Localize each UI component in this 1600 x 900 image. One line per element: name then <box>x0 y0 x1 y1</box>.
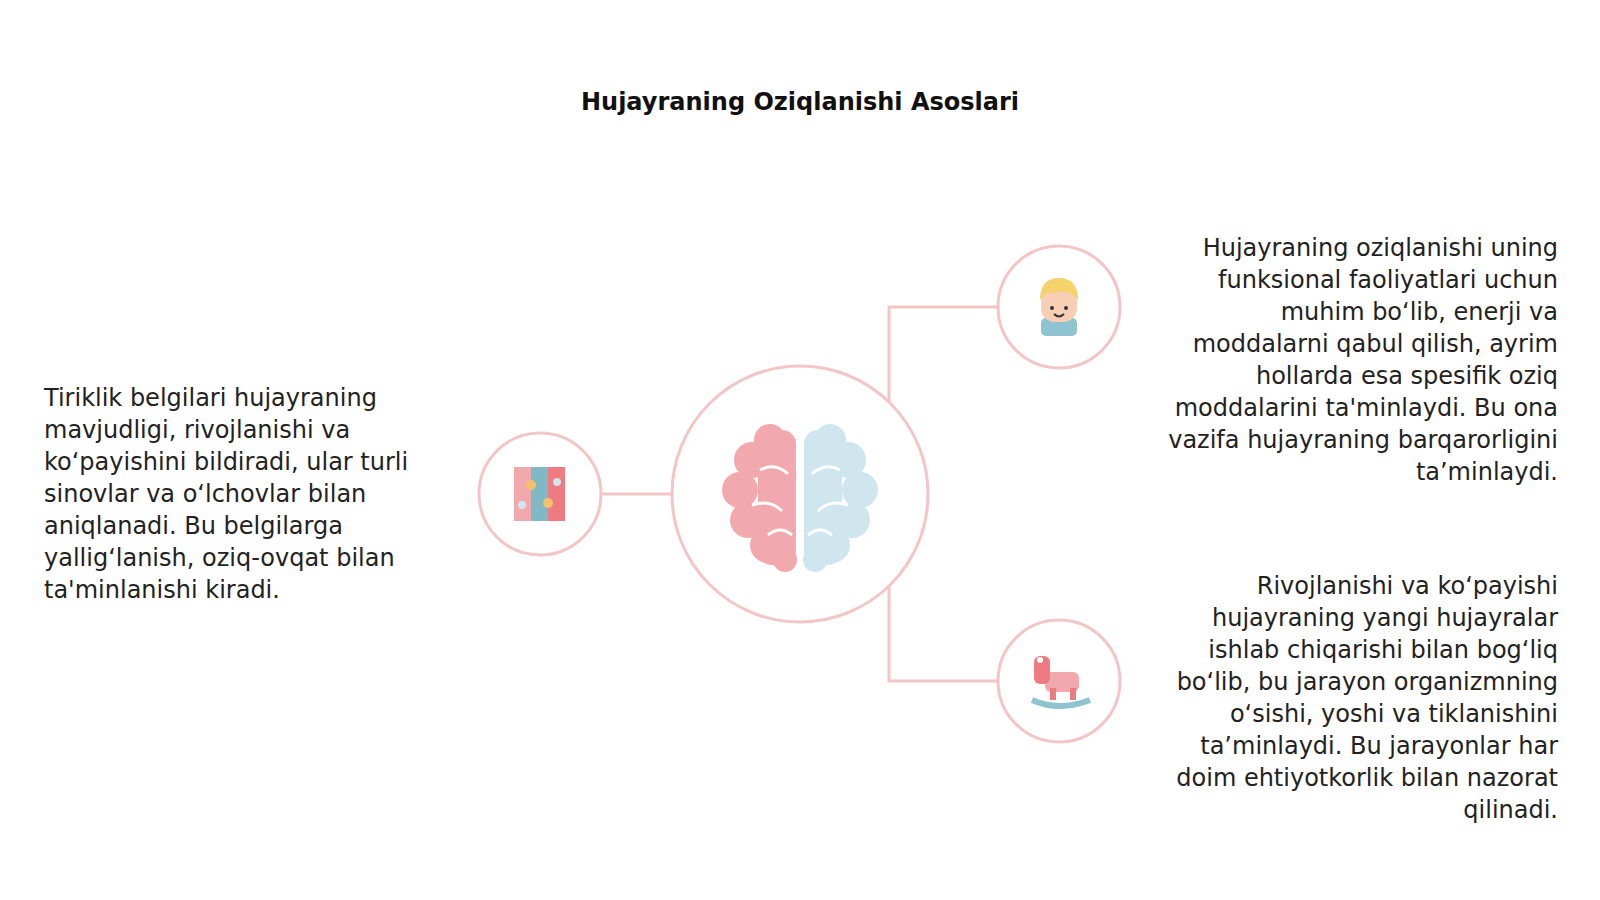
node-text: Rivojlanishi va ko‘payishi hujayraning y… <box>1140 570 1558 826</box>
puzzle-icon <box>514 467 565 521</box>
connector-line <box>889 586 998 681</box>
node-text: Hujayraning oziqlanishi uning funksional… <box>1140 232 1558 488</box>
connector-line <box>889 307 998 402</box>
center-circle <box>672 366 928 622</box>
text-node: Hujayraning oziqlanishi uning funksional… <box>1140 232 1558 488</box>
icon-circle <box>998 246 1120 368</box>
text-node: Rivojlanishi va ko‘payishi hujayraning y… <box>1140 570 1558 826</box>
brain-icon <box>722 424 878 572</box>
icon-circle <box>479 433 601 555</box>
connector-line <box>601 493 672 496</box>
rocking-horse-icon <box>1032 656 1090 706</box>
child-icon <box>1040 278 1078 336</box>
diagram-title: Hujayraning Oziqlanishi Asoslari <box>0 88 1600 116</box>
icon-circle <box>998 620 1120 742</box>
node-text: Tiriklik belgilari hujayraning mavjudlig… <box>44 382 454 606</box>
text-node: Tiriklik belgilari hujayraning mavjudlig… <box>44 382 454 606</box>
